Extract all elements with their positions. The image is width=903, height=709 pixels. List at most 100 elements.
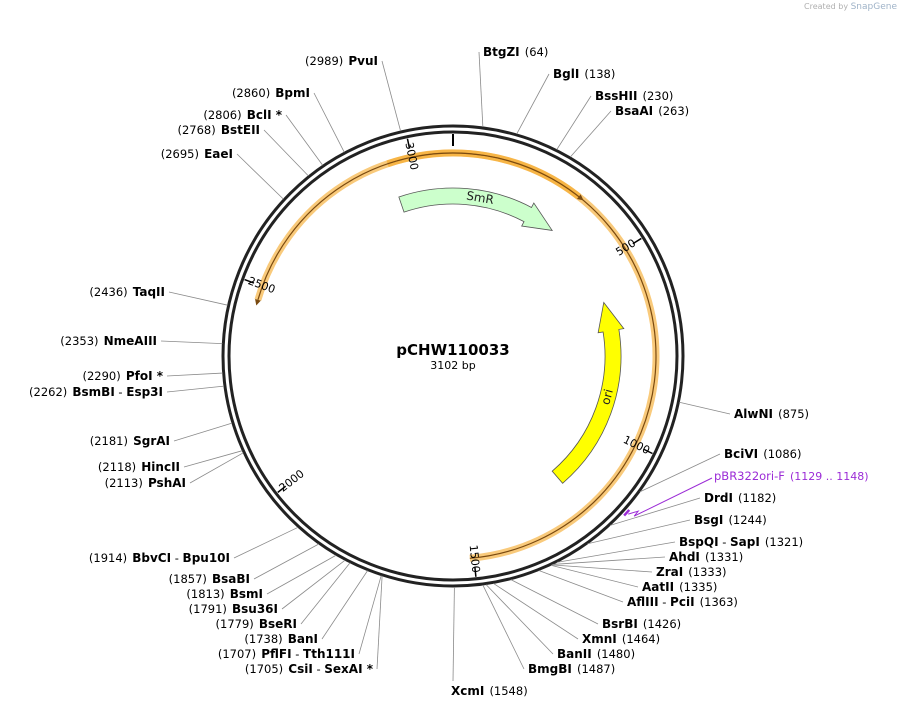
site-position: (2113)	[105, 476, 143, 490]
site-position: (2181)	[90, 434, 128, 448]
site-label: BtgZI (64)	[483, 41, 548, 60]
site-position: (1857)	[169, 572, 207, 586]
site-label: (1705) CsiI - SexAI *	[245, 658, 374, 677]
site-leader	[173, 422, 233, 442]
site-leader	[510, 579, 599, 625]
site-label: (2768) BstEII	[178, 119, 261, 138]
site-label: (2806) BclI *	[203, 104, 282, 123]
scale-tick-label: 3000	[402, 141, 420, 171]
site-leader	[253, 543, 320, 580]
highlight-arrowhead	[255, 298, 261, 306]
site-position: (1182)	[738, 491, 776, 505]
backbone-circle	[221, 124, 685, 588]
site-labels: BtgZI (64)BglI (138)BssHII (230)BsaAI (2…	[29, 41, 809, 698]
scale-tick-label: 2000	[277, 467, 307, 494]
plasmid-name: pCHW110033	[396, 341, 509, 359]
site-leader	[183, 450, 243, 468]
site-name: NmeAIII	[104, 334, 157, 348]
feature-ori-label: ori	[598, 388, 616, 407]
site-position: (1321)	[765, 535, 803, 549]
site-leader	[166, 372, 223, 377]
feature-smr-label: SmR	[465, 189, 495, 207]
snapgene-logo: SnapGene	[850, 2, 897, 12]
site-leader	[189, 452, 244, 484]
site-position: (1707)	[218, 647, 256, 661]
site-leader	[281, 559, 346, 610]
site-label: AhdI (1331)	[669, 546, 743, 565]
site-name: XmnI	[582, 632, 617, 646]
site-name: BtgZI	[483, 45, 520, 59]
highlight-arc-line	[257, 152, 657, 559]
site-leader	[516, 73, 550, 135]
site-position: (1331)	[705, 550, 743, 564]
site-position: (2290)	[82, 369, 120, 383]
site-position: (1464)	[622, 632, 660, 646]
site-position: (1791)	[189, 602, 227, 616]
site-position: (2118)	[98, 460, 136, 474]
site-label: DrdI (1182)	[704, 487, 776, 506]
site-name-alt: SexAI *	[324, 662, 373, 676]
site-label: (1707) PflFI - Tth111I	[218, 643, 355, 662]
site-label: BssHII (230)	[595, 85, 673, 104]
site-name: Bsu36I	[232, 602, 278, 616]
site-position: (1914)	[89, 551, 127, 565]
site-position: (1705)	[245, 662, 283, 676]
site-name: PvuI	[348, 54, 378, 68]
site-name: XcmI	[451, 684, 484, 698]
site-label: BsaAI (263)	[615, 100, 689, 119]
site-label: BanII (1480)	[557, 643, 635, 662]
site-position: (1779)	[216, 617, 254, 631]
site-name: AflIII	[627, 595, 659, 609]
site-name: BssHII	[595, 89, 637, 103]
site-label: (2353) NmeAIII	[60, 330, 157, 349]
orange-highlight-arcs	[254, 149, 660, 562]
feature-arrows: SmR ori	[398, 187, 625, 484]
site-position: (2860)	[232, 86, 270, 100]
scale-tick-label: 1500	[467, 544, 483, 573]
site-position: (1086)	[763, 447, 801, 461]
watermark-prefix: Created by	[804, 2, 849, 11]
site-leader	[570, 110, 612, 158]
site-leader	[556, 95, 592, 150]
site-leader-lines	[160, 51, 731, 682]
site-position: (2262)	[29, 385, 67, 399]
site-label: BsrBI (1426)	[602, 613, 681, 632]
site-label: BsgI (1244)	[694, 509, 767, 528]
site-name-alt: PciI	[670, 595, 695, 609]
site-position: (1333)	[688, 565, 726, 579]
site-label: AflIII - PciI (1363)	[627, 591, 738, 610]
site-name: EaeI	[204, 147, 233, 161]
site-leader	[493, 583, 579, 640]
site-position: (230)	[643, 89, 674, 103]
scale-tick-mark	[632, 237, 642, 245]
site-name: BanI	[288, 632, 318, 646]
site-leader	[313, 92, 345, 153]
site-label: (1813) BsmI	[186, 583, 263, 602]
site-position: (2768)	[178, 123, 216, 137]
site-leader	[168, 291, 228, 306]
site-label: XmnI (1464)	[582, 628, 660, 647]
site-label: BspQI - SapI (1321)	[679, 531, 803, 550]
site-leader	[160, 340, 223, 345]
site-position: (1480)	[597, 647, 635, 661]
site-name: PshAI	[148, 476, 186, 490]
site-name: AatII	[642, 580, 674, 594]
site-label: (2113) PshAI	[105, 472, 186, 491]
site-position: (1548)	[489, 684, 527, 698]
site-name-alt: Esp3I	[126, 385, 163, 399]
site-leader	[679, 401, 731, 415]
site-position: (1244)	[728, 513, 766, 527]
site-position: (2695)	[161, 147, 199, 161]
backbone-inner	[227, 130, 679, 582]
site-name: BanII	[557, 647, 592, 661]
site-leader	[551, 564, 653, 573]
site-leader	[376, 575, 383, 670]
site-leader	[236, 153, 284, 200]
primer-range: (1129 .. 1148)	[790, 470, 869, 483]
site-label: BmgBI (1487)	[528, 658, 615, 677]
plasmid-length: 3102 bp	[430, 359, 475, 372]
site-label: (2436) TaqII	[89, 281, 165, 300]
site-position: (1335)	[679, 580, 717, 594]
site-position: (2353)	[60, 334, 98, 348]
